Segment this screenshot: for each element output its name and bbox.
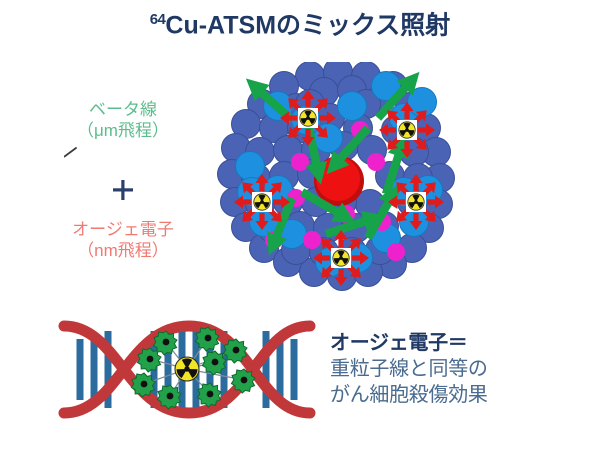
dna-helix-illustration <box>58 320 316 419</box>
title-superscript: 64 <box>149 11 166 28</box>
dna-backbone <box>58 320 316 419</box>
caption-line-1: 重粒子線と同等の <box>330 358 488 380</box>
legend-auger-electron: オージェ電子 （nm飛程） <box>28 220 218 261</box>
radiation-source <box>379 102 435 158</box>
legend-beta-label: ベータ線 <box>89 100 157 119</box>
radiation-source <box>313 230 369 286</box>
caption-heading: オージェ電子＝ <box>330 332 468 354</box>
plus-icon <box>113 180 133 201</box>
title-main: Cu-ATSMのミックス照射 <box>165 11 451 40</box>
legend-auger-range: （nm飛程） <box>77 240 169 260</box>
radiation-source <box>234 174 290 230</box>
auger-conclusion-caption: オージェ電子＝ 重粒子線と同等の がん細胞殺傷効果 <box>330 330 592 408</box>
radiation-source <box>388 174 444 230</box>
stray-tick-mark <box>64 147 77 158</box>
tumor-cell-cluster-illustration <box>217 62 455 291</box>
legend-beta-ray: ベータ線 （μm飛程） <box>28 100 218 141</box>
page-title: 64Cu-ATSMのミックス照射 <box>0 11 600 40</box>
radiation-source <box>280 90 336 146</box>
caption-line-2: がん細胞殺傷効果 <box>330 384 488 406</box>
legend-plus-sign <box>28 176 218 203</box>
dna-radiation-symbol <box>174 356 200 382</box>
legend-beta-range: （μm飛程） <box>77 120 169 140</box>
cell-nucleus <box>314 156 364 206</box>
legend-auger-label: オージェ電子 <box>72 220 174 239</box>
